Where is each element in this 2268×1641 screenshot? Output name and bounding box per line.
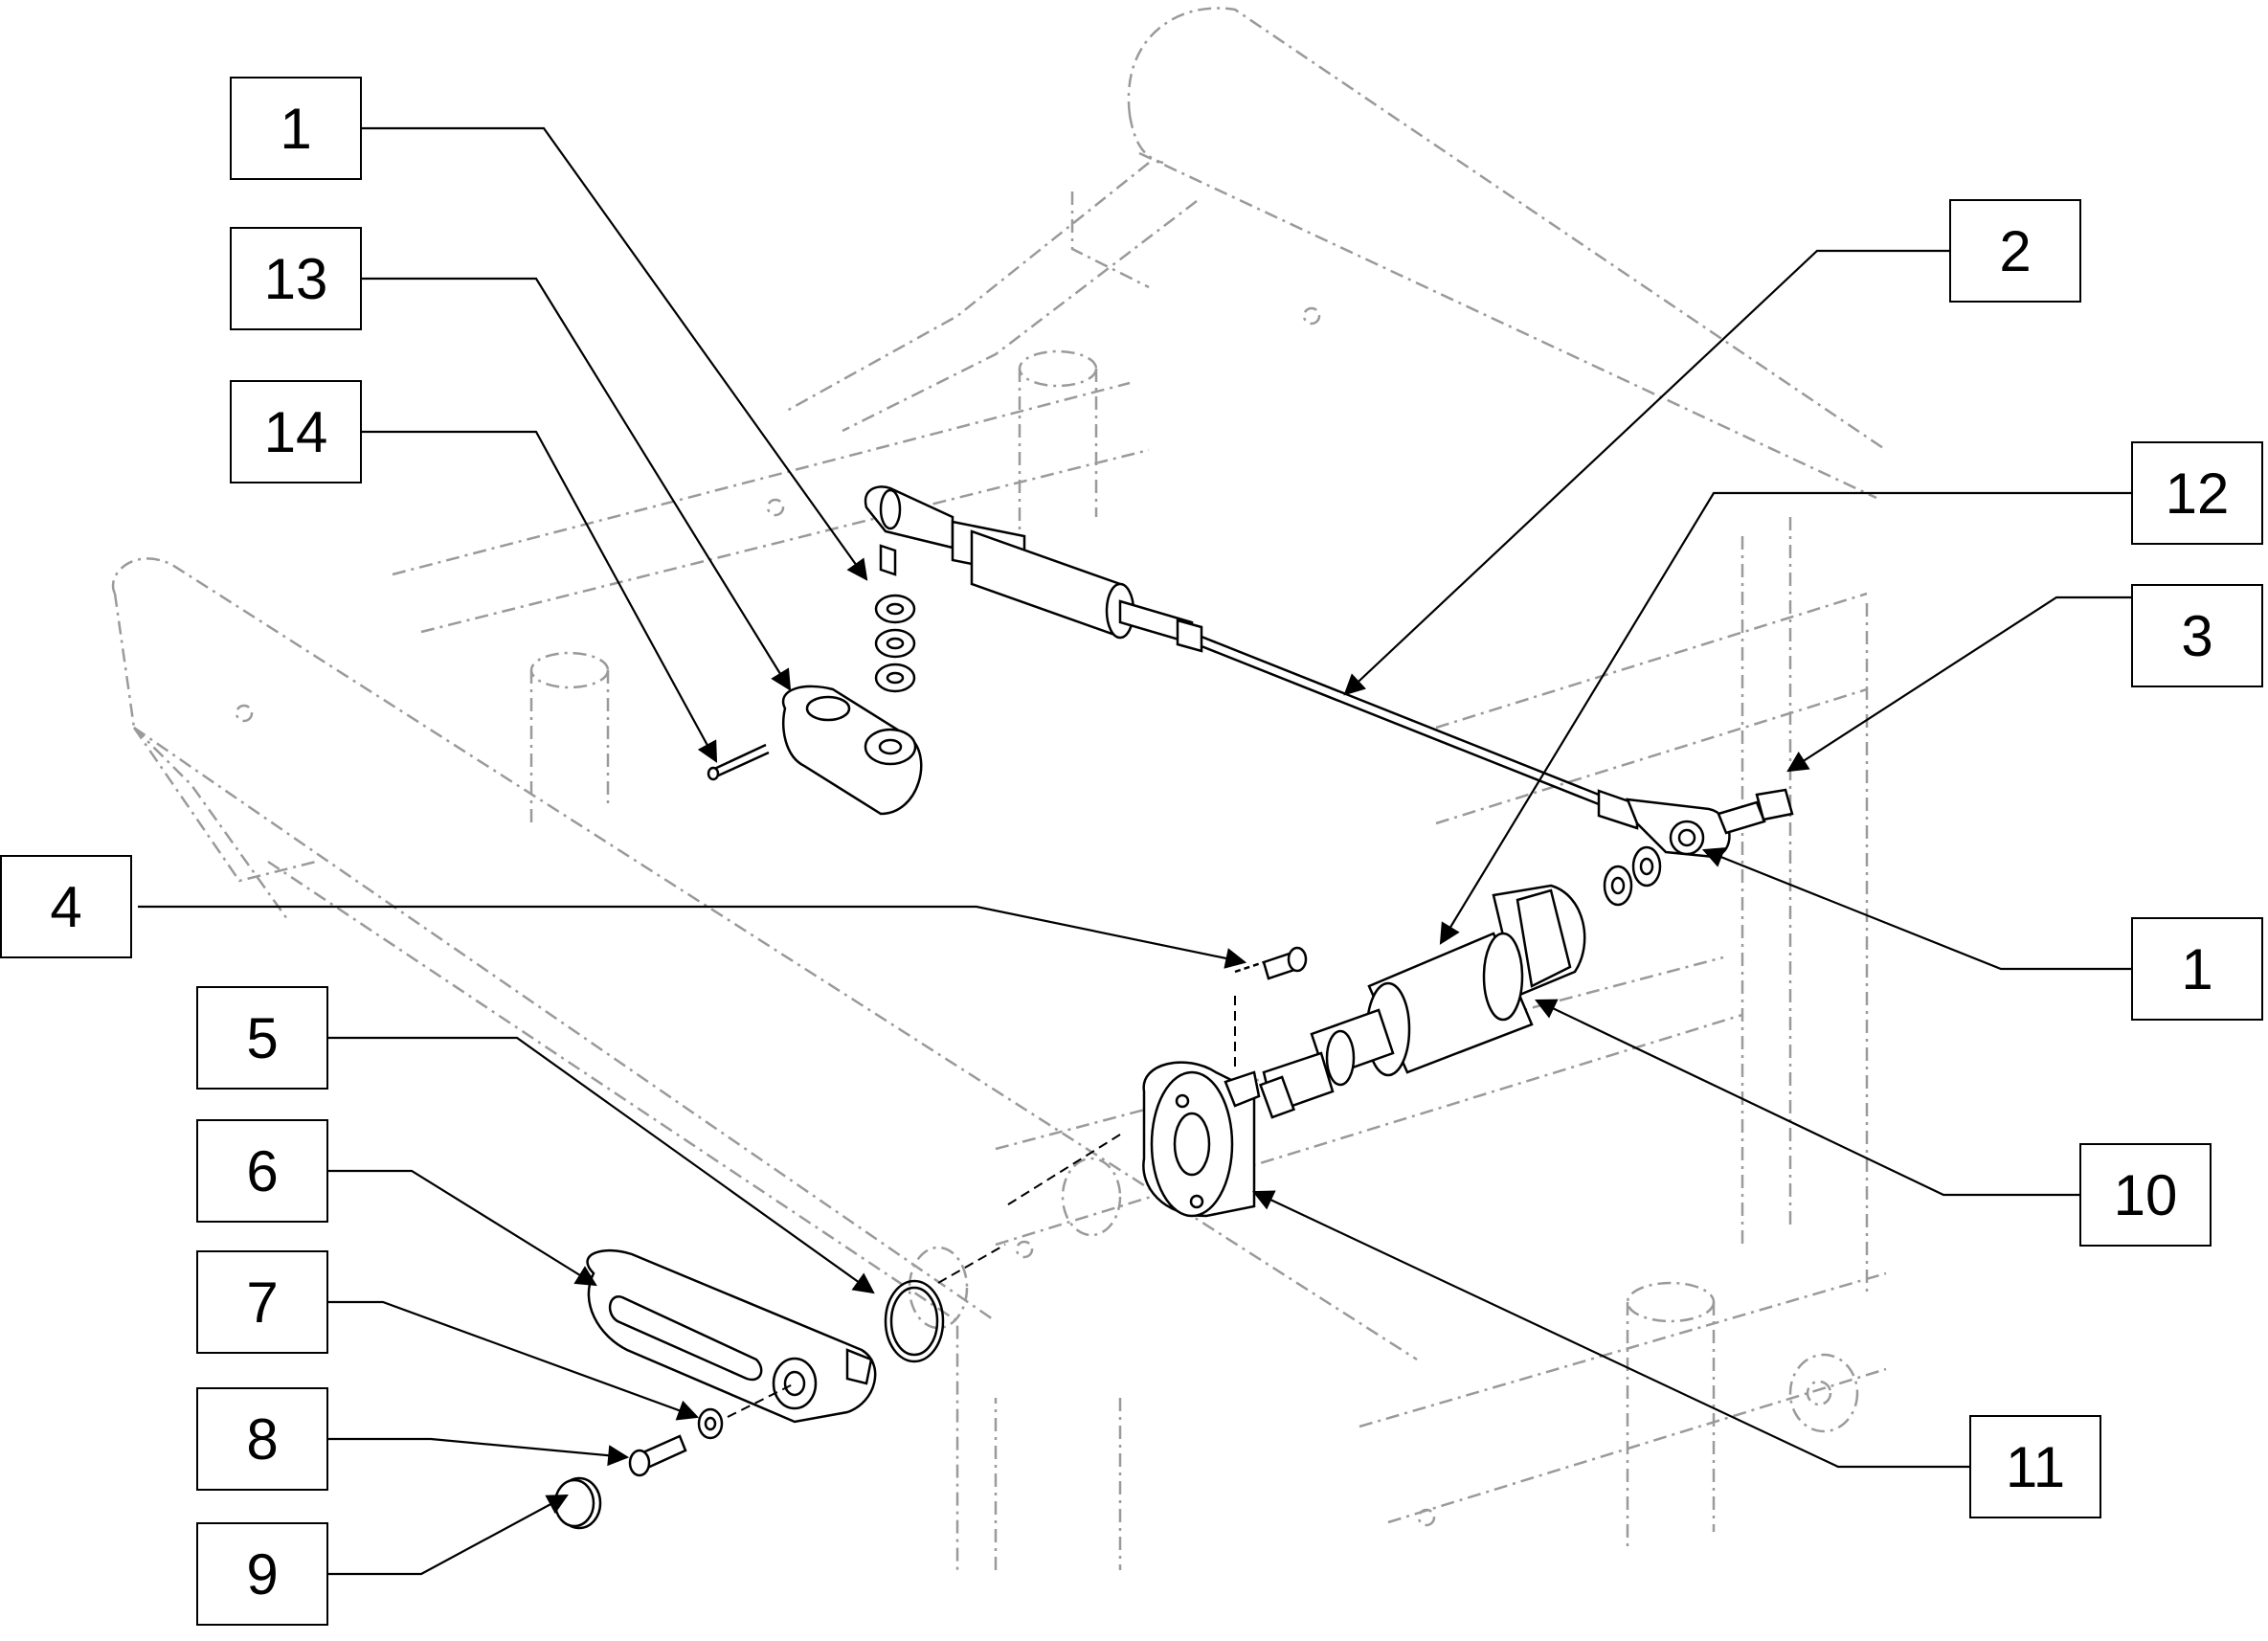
callout-label: 3: [2181, 603, 2213, 668]
part-actuator: [1258, 884, 1586, 1119]
part-hub: [1142, 1061, 1261, 1218]
leader-lines: [138, 126, 2131, 1576]
part-cotter-pin: [707, 743, 770, 781]
part-cable-assembly: [864, 485, 1731, 859]
callout-label: 6: [246, 1138, 279, 1203]
callout-10: 10: [2079, 1143, 2212, 1247]
leader-1-lower: [1701, 847, 2131, 971]
part-washers-upper: [874, 594, 916, 693]
leader-14: [362, 430, 718, 763]
callout-label: 9: [246, 1541, 279, 1607]
callout-8: 8: [196, 1387, 328, 1491]
leader-1-upper: [362, 126, 868, 581]
callout-3: 3: [2131, 584, 2263, 687]
leader-5: [328, 1036, 875, 1294]
callout-label: 1: [280, 96, 312, 161]
part-screw-4: [1234, 946, 1308, 980]
callout-label: 12: [2165, 461, 2230, 526]
leader-3: [1786, 596, 2131, 773]
leader-11: [1252, 1190, 1969, 1469]
callout-14: 14: [230, 380, 362, 483]
callout-label: 4: [50, 874, 82, 939]
callout-7: 7: [196, 1250, 328, 1354]
part-bolt-3: [1717, 788, 1794, 835]
leader-6: [328, 1169, 597, 1287]
leader-2: [1343, 249, 1949, 696]
callout-5: 5: [196, 986, 328, 1090]
part-screw-8: [628, 1434, 687, 1477]
leader-13: [362, 277, 792, 691]
part-retaining-ring: [884, 1279, 945, 1363]
callout-2: 2: [1949, 199, 2081, 303]
leader-8: [328, 1437, 630, 1467]
callout-1-upper: 1: [230, 77, 362, 180]
callout-label: 11: [2005, 1434, 2066, 1499]
callout-label: 2: [1999, 218, 2032, 283]
part-handle: [586, 1248, 877, 1424]
callout-11: 11: [1969, 1415, 2101, 1518]
part-cap-9: [553, 1476, 602, 1530]
leader-12: [1439, 491, 2131, 945]
leader-4: [138, 905, 1247, 969]
callout-1-lower: 1: [2131, 917, 2263, 1021]
assembly-lines: [727, 996, 1236, 1418]
leader-7: [328, 1300, 700, 1421]
callout-4: 4: [0, 855, 132, 958]
callout-12: 12: [2131, 441, 2263, 545]
part-washer-7: [697, 1407, 724, 1440]
callout-label: 5: [246, 1005, 279, 1070]
leader-10: [1535, 999, 2079, 1197]
part-washers-right: [1603, 845, 1662, 907]
callout-6: 6: [196, 1119, 328, 1223]
part-lever-arm: [781, 685, 923, 816]
callout-13: 13: [230, 227, 362, 330]
callout-label: 7: [246, 1270, 279, 1335]
callout-label: 8: [246, 1406, 279, 1472]
parts: [553, 485, 1794, 1530]
callout-label: 14: [263, 399, 328, 464]
leader-9: [328, 1494, 569, 1576]
callout-label: 13: [263, 246, 328, 311]
callout-label: 10: [2113, 1162, 2178, 1227]
callout-9: 9: [196, 1522, 328, 1626]
ghost-frame: [111, 7, 1887, 1570]
callout-label: 1: [2181, 936, 2213, 1001]
